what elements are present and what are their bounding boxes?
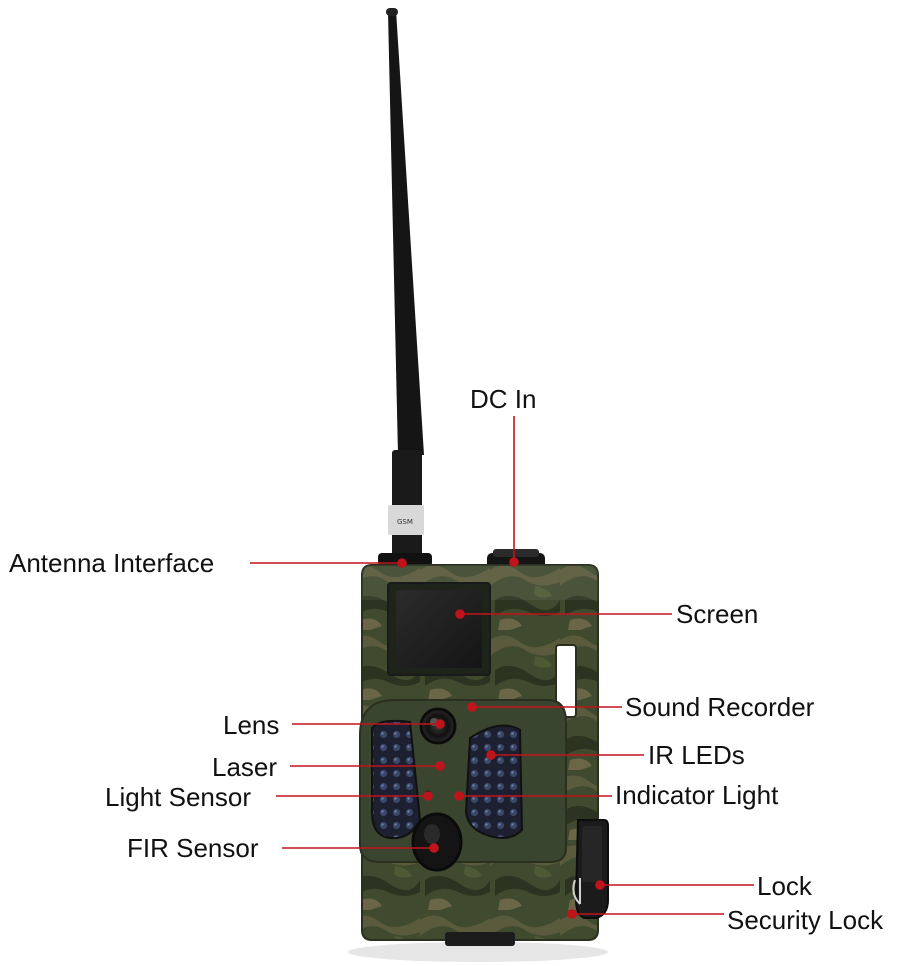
label-lock: Lock	[757, 871, 812, 901]
label-ir-leds: IR LEDs	[648, 740, 745, 770]
floor-shadow	[348, 942, 608, 962]
antenna: GSM	[378, 8, 432, 567]
camera-front-face	[359, 699, 567, 872]
label-fir-sensor: FIR Sensor	[127, 833, 259, 863]
label-laser: Laser	[212, 752, 278, 782]
label-antenna-interface: Antenna Interface	[9, 548, 215, 578]
lock-clip	[572, 819, 609, 919]
label-sound-recorder: Sound Recorder	[625, 692, 815, 722]
label-dc-in: DC In	[470, 384, 537, 414]
screen-display	[387, 582, 491, 676]
label-indicator-light: Indicator Light	[615, 780, 779, 810]
callout-leader-lines	[250, 416, 754, 919]
fir-sensor-window	[411, 812, 463, 872]
ir-led-panel-right	[464, 724, 524, 839]
label-security-lock: Security Lock	[727, 905, 884, 935]
antenna-gsm-tag: GSM	[397, 518, 413, 526]
label-screen: Screen	[676, 599, 759, 629]
label-lens: Lens	[223, 710, 280, 740]
label-light-sensor: Light Sensor	[105, 782, 251, 812]
ir-led-panel-left	[371, 719, 422, 840]
